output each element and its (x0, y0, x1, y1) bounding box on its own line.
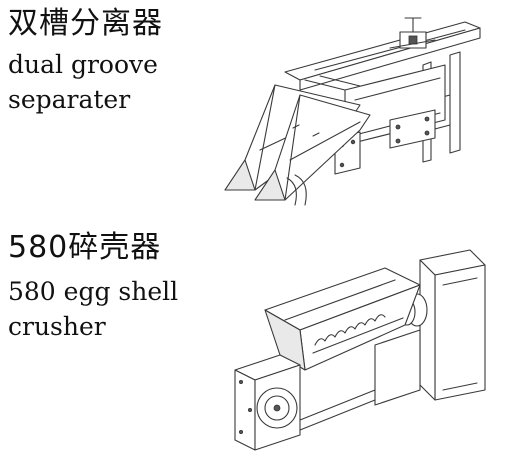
separator-title-zh: 双槽分离器 (8, 6, 163, 41)
crusher-title-zh: 580碎壳器 (8, 230, 162, 265)
crusher-illustration (234, 249, 486, 451)
crusher-title-en-line1: 580 egg shell (8, 277, 179, 306)
separator-title-en-line1: dual groove (8, 50, 158, 79)
crusher-title-en-line2: crusher (8, 312, 106, 341)
separator-title-en-line2: separater (8, 85, 131, 114)
separator-illustration (224, 17, 481, 206)
